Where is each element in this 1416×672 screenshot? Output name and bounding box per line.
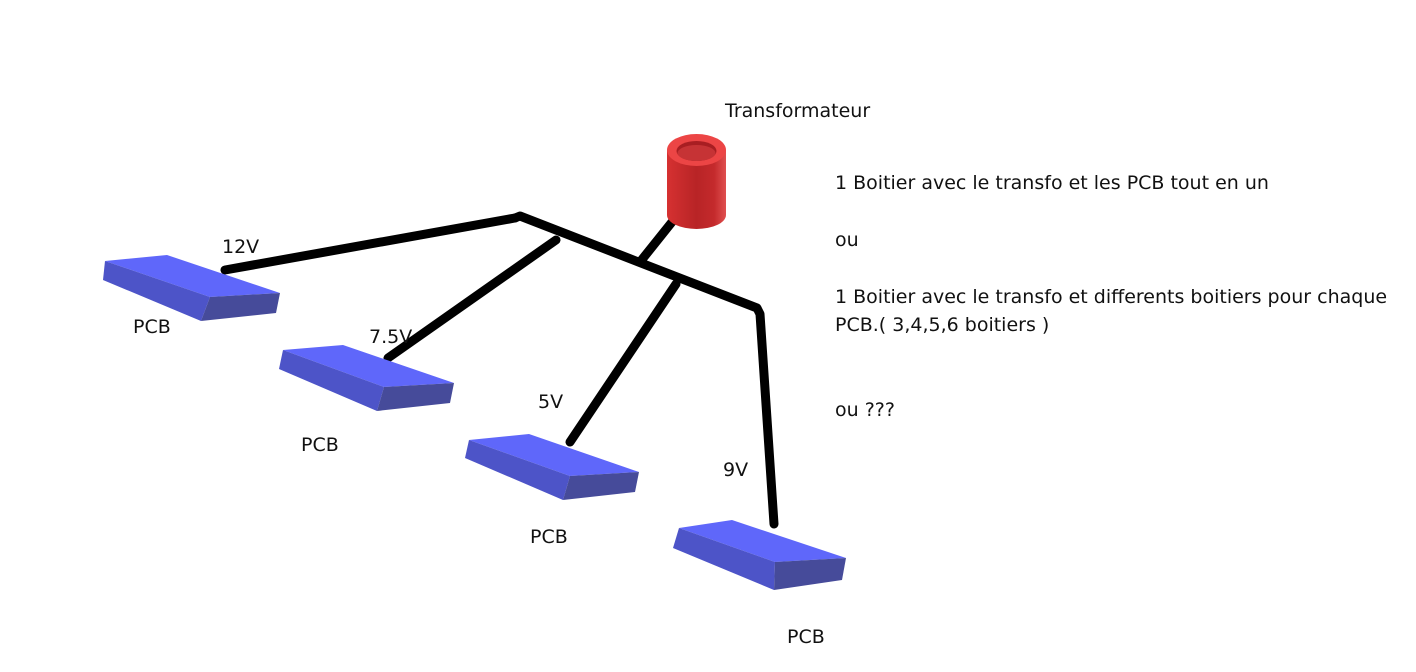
note-or-2: ou ???: [835, 399, 895, 421]
note-option-1: 1 Boitier avec le transfo et les PCB tou…: [835, 172, 1269, 194]
wire-5v: [565, 279, 681, 447]
pcb-box-3: [465, 434, 639, 500]
pcb-box-4: [673, 520, 846, 590]
voltage-label-7-5v: 7.5V: [369, 326, 413, 348]
pcb-label-2: PCB: [301, 434, 339, 456]
pcb-box-2: [279, 345, 454, 411]
voltage-label-12v: 12V: [222, 236, 260, 258]
voltage-label-5v: 5V: [538, 391, 564, 413]
note-or-1: ou: [835, 229, 859, 251]
note-option-2: 1 Boitier avec le transfo et differents …: [835, 286, 1388, 336]
pcb-label-1: PCB: [133, 316, 171, 338]
transformer-icon: [667, 134, 726, 229]
wire-7-5v: [383, 235, 561, 363]
transformer-label: Transformateur: [725, 100, 871, 122]
wires: [220, 211, 779, 529]
pcb-label-3: PCB: [530, 526, 568, 548]
voltage-label-9v: 9V: [723, 459, 749, 481]
pcb-label-4: PCB: [787, 626, 825, 648]
pcb-box-1: [103, 255, 280, 321]
wire-12v: [220, 213, 520, 275]
transformer-feed-wire: [635, 217, 677, 267]
